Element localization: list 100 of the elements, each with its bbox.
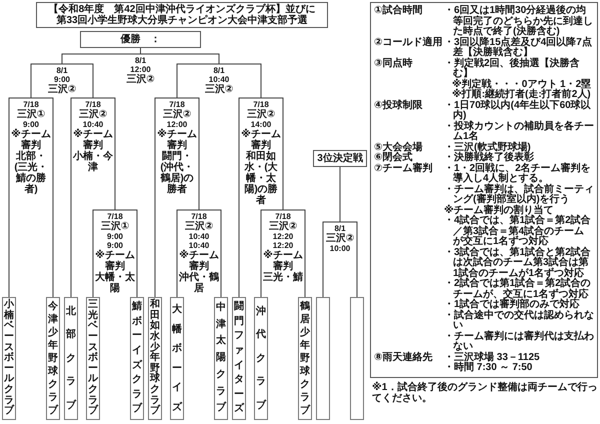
item-text: ・チーム審判には審判代は支払わない — [444, 332, 594, 352]
team-box — [214, 297, 228, 420]
match-date: 7/18 — [190, 212, 208, 221]
item-text: ・チーム審判は、試合前ミーティング(審判部室以内)を行う — [444, 184, 594, 205]
match-time: 10:40 — [188, 232, 210, 241]
match-time: 12:20 — [272, 232, 294, 241]
item-text: ・判定戦2回、後抽選【決勝含む】 — [444, 58, 580, 79]
item-text: ・1・2回戦に、2名チーム審判を導入し4人制とする。 — [444, 164, 592, 184]
team-box — [148, 297, 162, 420]
team-name: 鶴居少年野球クラブ — [300, 300, 310, 417]
team-name: 鯖ボーイズクラブ — [132, 300, 142, 416]
item-text: ※打順:継続打者(走:打者前2人) — [451, 90, 592, 100]
umpire-teams: 沖代・鶴居 — [179, 272, 219, 294]
umpire-teams: 小楠・今津 — [73, 151, 113, 173]
match-time: 10:40 — [208, 75, 230, 84]
bracket-line — [140, 48, 141, 54]
venue-name: 三沢② — [204, 84, 234, 95]
bracket-line — [30, 98, 54, 298]
footnote-text: ※1．試合終了後のグランド整備は両チームで行ってください。 — [372, 382, 598, 404]
item-label: ④投球制限 — [374, 100, 424, 112]
venue-name: 三沢② — [184, 221, 214, 232]
team-box — [86, 297, 100, 420]
match-time: 12:00 — [129, 65, 152, 74]
bracket-line — [154, 98, 178, 298]
team-box — [316, 297, 330, 420]
match-date: 8/1 — [333, 224, 346, 233]
bracket-line — [140, 54, 220, 64]
umpire-note: ※チーム審判 — [73, 129, 113, 151]
item-text: ・試合途中での交代は認められない — [444, 310, 594, 331]
team-name: 大幡ボーイズ — [172, 302, 182, 414]
bracket-line — [176, 98, 200, 210]
venue-name: 三沢② — [46, 84, 78, 95]
team-name: 北部クラブ — [66, 304, 76, 413]
item-text: ・三沢(軟式野球場) — [444, 142, 531, 152]
umpire-teams: 北部・(三光・鯖の勝者) — [13, 151, 49, 195]
match-time: 9:00 — [22, 120, 40, 129]
item-text: ・1試合では審判部のみで対応 — [444, 300, 580, 310]
item-label: ②コールド適用 — [374, 38, 444, 50]
item-text: ・決勝戦終了後表彰 — [444, 153, 535, 163]
umpire-teams: 和田如水・(大幡・太陽)の勝者 — [243, 151, 279, 206]
team-box — [64, 297, 78, 420]
umpire-note: ※チーム審判 — [95, 250, 135, 272]
match-date: 7/18 — [252, 100, 270, 109]
match-title-box — [313, 150, 367, 167]
item-text: ・2試合では第1試合＝第2試合のチームが、交互に1名ずつ対応 — [444, 279, 592, 300]
match-date: 7/18 — [106, 212, 124, 221]
item-text: ※チーム審判の割り当て — [444, 206, 555, 216]
bracket-line — [92, 210, 116, 298]
item-text: ・6回又は1時間30分経過後の均等回完了のどちらか先に到達した時点で終了(決勝含む) — [444, 6, 594, 37]
umpire-note: ※チーム審判 — [263, 250, 303, 272]
match-time: 12:00 — [166, 120, 188, 129]
match-time: 10:00 — [328, 244, 352, 253]
match-date: 7/18 — [274, 212, 292, 221]
team-name: 小楠ベースボールクラブ — [4, 298, 14, 418]
item-label: ⑤大会会場 — [374, 142, 424, 152]
bracket-line — [92, 98, 116, 210]
team-box — [2, 297, 16, 420]
bracket-line — [260, 98, 284, 210]
match-date: 8/1 — [55, 66, 69, 75]
bracket-line — [218, 64, 262, 98]
champion-label: 優勝 ： — [119, 32, 162, 47]
venue-name: 三沢① — [16, 109, 46, 120]
team-name: 沖代クラブ — [256, 304, 266, 413]
bracket-line — [114, 210, 138, 298]
umpire-teams: 三光・鯖 — [263, 272, 303, 283]
item-text: ・3試合では、第1試合と第2試合は次試合のチーム第3試合は第1試合のチームが1名ずつ対応 — [444, 248, 592, 278]
bracket-line — [30, 64, 62, 98]
bracket-line — [62, 54, 141, 64]
item-label: ⑧雨天連絡先 — [374, 352, 434, 363]
team-name: 和田如水少年野球クラブ — [150, 298, 160, 418]
match-date: 8/1 — [212, 66, 226, 75]
bracket-line — [198, 210, 222, 298]
team-box — [350, 297, 364, 420]
bracket-line — [8, 98, 32, 298]
umpire-teams: 大幡・太陽 — [95, 272, 135, 294]
team-box — [298, 297, 312, 420]
match-date: 7/18 — [22, 100, 40, 109]
match-time: 9:00 — [106, 232, 124, 241]
team-name: 三光ベースボールクラブ — [88, 298, 98, 418]
match-time: 9:00 — [106, 241, 124, 250]
team-box — [130, 297, 144, 420]
bracket-line — [62, 64, 94, 98]
venue-name: 三沢② — [162, 109, 192, 120]
team-name: 闘門ファイターズ — [234, 300, 244, 416]
bracket-line — [340, 222, 358, 298]
team-box — [232, 297, 246, 420]
bracket-line — [70, 98, 94, 298]
item-label: ③同点時 — [374, 58, 414, 70]
match-time: 10:40 — [82, 120, 104, 129]
umpire-note: ※チーム審判 — [241, 129, 281, 151]
champion-box — [80, 31, 201, 48]
match-time: 14:00 — [250, 120, 272, 129]
umpire-teams: 闘門・(沖代・鶴居)の勝者 — [159, 151, 195, 195]
match-time: 10:40 — [188, 241, 210, 250]
bracket-line — [238, 98, 262, 298]
umpire-note: ※チーム審判 — [11, 129, 51, 151]
venue-name: 三沢① — [100, 221, 130, 232]
match-time: 12:20 — [272, 241, 294, 250]
umpire-note: ※チーム審判 — [179, 250, 219, 272]
team-name: 中津太陽クラブ — [216, 300, 226, 416]
